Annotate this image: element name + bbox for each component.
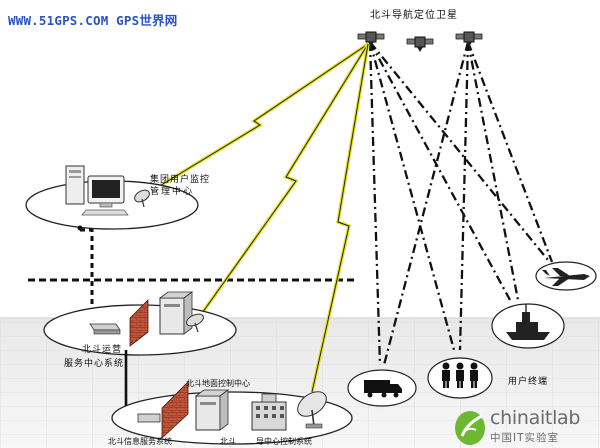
- operation-center-label-line1: 北斗运营: [82, 345, 123, 355]
- center-control-label-a: 北斗: [220, 437, 236, 446]
- group-monitor-label-line1: 集团用户监控: [150, 175, 211, 185]
- satellite-middle: [406, 36, 434, 52]
- satellite-left: [357, 31, 385, 47]
- satellite-right: [455, 31, 483, 47]
- group-monitor-label-line2: 管理中心: [150, 187, 195, 197]
- ground-control-center: [111, 381, 353, 445]
- truck-terminal: [347, 369, 417, 407]
- chinaitlab-watermark: chinaitlab 中国IT实验室: [452, 404, 600, 448]
- center-control-label-b: 导中心控制系统: [256, 437, 312, 446]
- site-url-text: WWW.51GPS.COM GPS世界网: [8, 13, 178, 28]
- monitor-to-operation-link: [77, 225, 94, 326]
- operation-center-label-line2: 服务中心系统: [64, 359, 125, 369]
- ship-terminal: [491, 303, 565, 349]
- satellite-system-label: 北斗导航定位卫星: [370, 10, 458, 21]
- satellite-signal-links: [368, 41, 554, 366]
- leaf-logo-icon: [455, 411, 485, 445]
- user-terminals: [347, 261, 597, 407]
- ground-control-label: 北斗地面控制中心: [186, 379, 250, 388]
- info-service-label: 北斗信息服务系统: [108, 437, 172, 446]
- brand-subtitle: 中国IT实验室: [490, 432, 560, 444]
- user-terminal-label: 用户终端: [508, 377, 549, 387]
- brand-name: chinaitlab: [490, 407, 581, 429]
- group-monitor-center: [25, 165, 199, 230]
- plane-terminal: [535, 261, 597, 291]
- radio-links: [157, 42, 370, 393]
- operation-service-center: [43, 291, 237, 356]
- people-terminal: [427, 357, 493, 399]
